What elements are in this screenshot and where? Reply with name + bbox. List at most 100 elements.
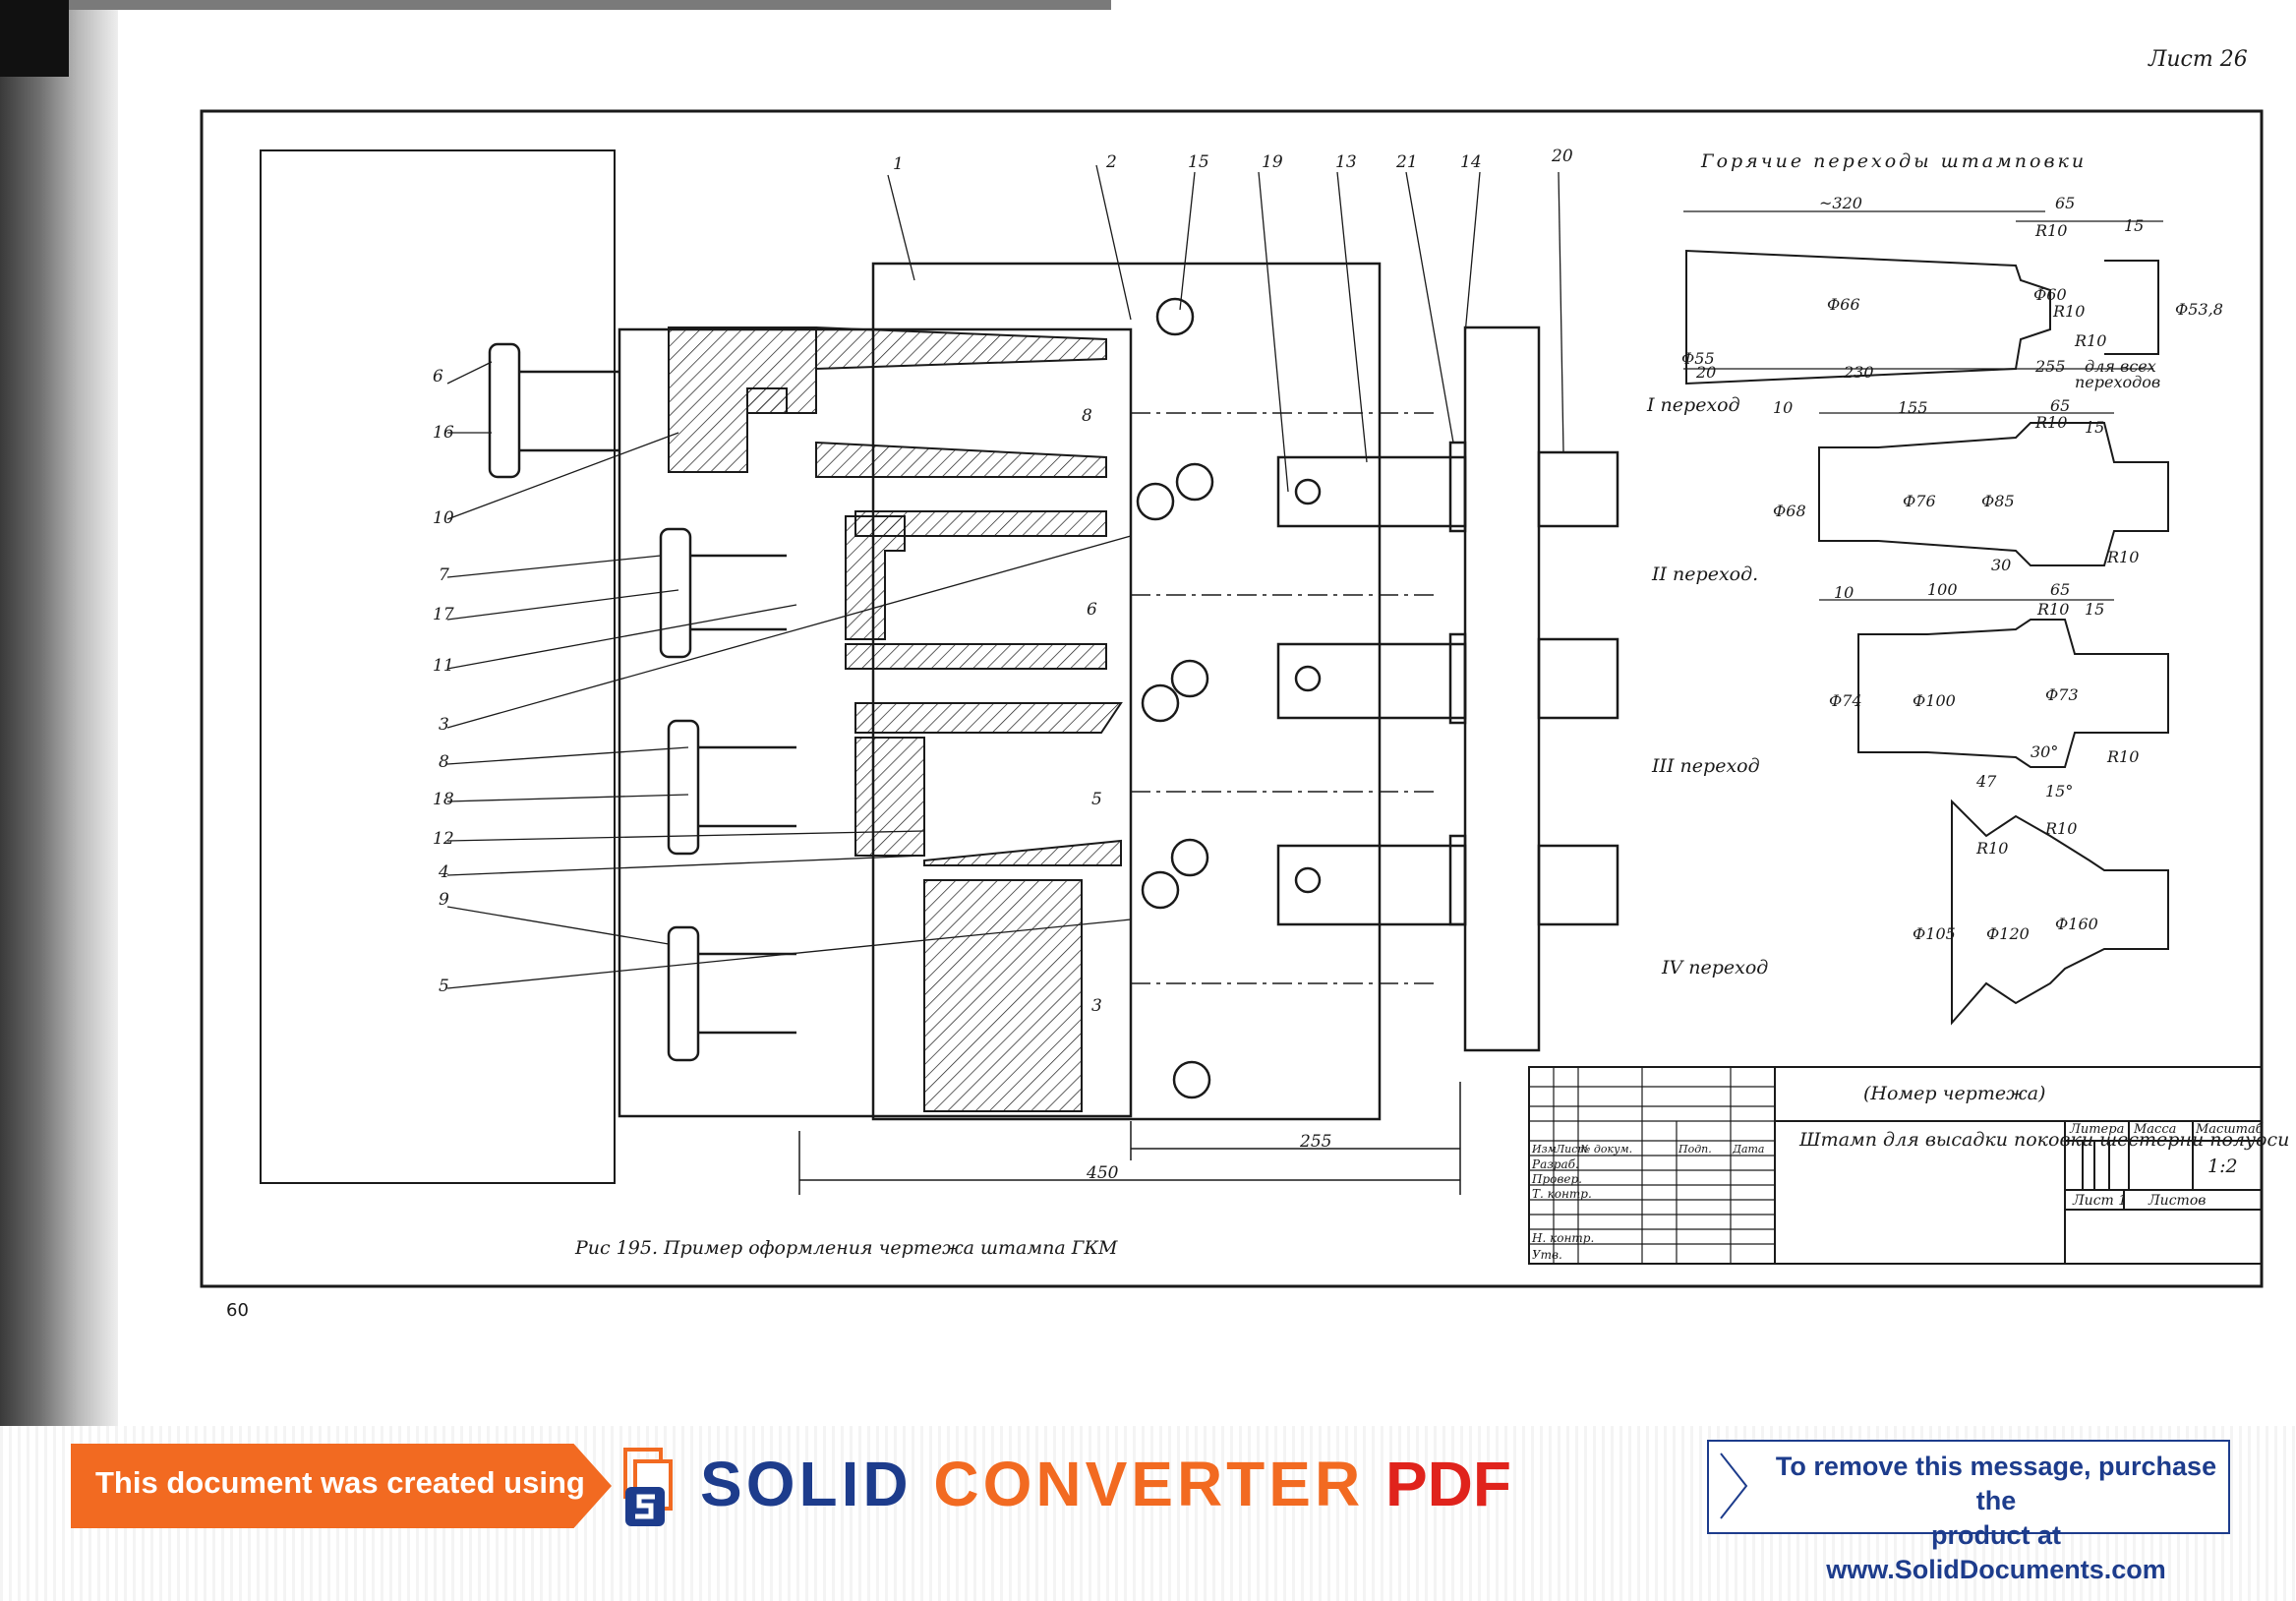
dim: 65 xyxy=(2055,194,2075,212)
transition-label: IV переход xyxy=(1661,957,1768,978)
part-label: 8 xyxy=(439,752,449,772)
part-label-group: 6 16 10 7 17 11 3 8 18 12 4 9 5 1 2 15 1… xyxy=(433,147,1573,1183)
purchase-message[interactable]: To remove this message, purchase the pro… xyxy=(1764,1450,2228,1587)
title-block-text: (Номер чертежа) Штамп для высадки поковк… xyxy=(1531,1083,2289,1262)
part-label: 16 xyxy=(433,423,454,443)
die-assembly xyxy=(488,262,1619,1121)
transition-label: II переход. xyxy=(1651,563,1758,585)
dim: 10 xyxy=(1773,398,1793,417)
scan-shadow-top xyxy=(0,0,1111,10)
drawing-title: Штамп для высадки поковки шестерни полуо… xyxy=(1798,1129,2289,1151)
dim: Ф160 xyxy=(2055,915,2098,933)
part-label: 9 xyxy=(439,890,449,910)
dim-overall: 450 xyxy=(1086,1163,1119,1183)
part-label: 17 xyxy=(433,605,454,624)
dim: Ф105 xyxy=(1913,924,1956,943)
dim: R10 xyxy=(1975,839,2008,858)
part-label: 11 xyxy=(433,656,454,676)
dim: 10 xyxy=(1834,583,1854,602)
sheet-field: Лист 1 xyxy=(2072,1193,2127,1209)
banner-left-text: This document was created using xyxy=(95,1465,585,1500)
purchase-link-box[interactable]: To remove this message, purchase the pro… xyxy=(1707,1440,2230,1584)
dim: Ф55 xyxy=(1681,349,1715,368)
scan-shadow-left xyxy=(0,0,118,1426)
dim: для всех xyxy=(2085,357,2156,376)
hatched-sections xyxy=(668,326,1123,1112)
dim: R10 xyxy=(2106,747,2139,766)
scan-corner xyxy=(0,0,69,77)
dim: R10 xyxy=(2052,302,2085,321)
dim: R10 xyxy=(2074,331,2106,350)
part-label: 19 xyxy=(1262,152,1283,172)
brand-name: SOLID CONVERTER PDF xyxy=(700,1448,1511,1520)
hot-transitions-title: Горячие переходы штамповки xyxy=(1700,150,2087,172)
tb-row: Т. контр. xyxy=(1532,1187,1592,1201)
dimension-lines xyxy=(798,1082,1461,1195)
page-number: 60 xyxy=(226,1300,249,1321)
part-label: 2 xyxy=(1105,152,1117,172)
tb-row: Утв. xyxy=(1532,1248,1562,1262)
part-label: 15 xyxy=(1188,152,1209,172)
part-label: 12 xyxy=(433,829,454,849)
drawing-number: (Номер чертежа) xyxy=(1863,1083,2045,1104)
dim: R10 xyxy=(2106,548,2139,566)
dim: Ф60 xyxy=(2033,285,2067,304)
dim: Ф100 xyxy=(1913,691,1956,710)
dim: 65 xyxy=(2050,396,2070,415)
transition-label: I переход xyxy=(1646,394,1740,416)
dim: 20 xyxy=(1695,363,1716,382)
scale-label: Масштаб xyxy=(2195,1122,2264,1137)
litera-label: Литера xyxy=(2069,1122,2124,1137)
dim: 255 xyxy=(2034,357,2066,376)
brand-converter: CONVERTER xyxy=(933,1449,1365,1519)
banner-created-using: This document was created using xyxy=(71,1444,612,1528)
tb-row: Н. контр. xyxy=(1531,1231,1594,1245)
dim: Ф53,8 xyxy=(2175,300,2223,319)
dim: 47 xyxy=(1975,772,1997,791)
outline-block xyxy=(260,149,616,1184)
dim: переходов xyxy=(2075,373,2160,391)
transition-labels: I переход II переход. III переход IV пер… xyxy=(1646,394,1768,978)
dim: 15 xyxy=(2124,216,2144,235)
drawing-frame xyxy=(200,109,2264,1288)
part-label: 1 xyxy=(893,154,904,174)
punch-rods xyxy=(488,342,796,1062)
dim: Ф76 xyxy=(1903,492,1936,510)
part-label: 14 xyxy=(1460,152,1482,172)
dim: 30° xyxy=(2031,742,2058,761)
dim: 155 xyxy=(1898,398,1928,417)
part-label: 4 xyxy=(438,862,449,882)
dim: Ф66 xyxy=(1827,295,1860,314)
tb-row: Разраб. xyxy=(1531,1157,1579,1171)
leader-lines xyxy=(446,164,1564,989)
purchase-line-2[interactable]: product at www.SolidDocuments.com xyxy=(1826,1520,2166,1584)
dim: R10 xyxy=(2044,819,2077,838)
dim: 230 xyxy=(1843,363,1874,382)
dim: 30 xyxy=(1991,556,2011,574)
dim: Ф85 xyxy=(1981,492,2015,510)
bolts xyxy=(1136,297,1322,1099)
sheet-label: Лист 26 xyxy=(2149,47,2248,72)
dim: 65 xyxy=(2050,580,2070,599)
part-label: 3 xyxy=(439,715,449,735)
dim: Ф74 xyxy=(1829,691,1862,710)
part-label: 21 xyxy=(1395,152,1418,172)
dim: 15 xyxy=(2085,600,2104,619)
tb-row: Провер. xyxy=(1531,1172,1582,1186)
dim: Ф68 xyxy=(1773,502,1806,520)
title-block xyxy=(1528,1066,2263,1265)
tb-header: Дата xyxy=(1732,1143,1765,1156)
scale-value: 1:2 xyxy=(2208,1156,2238,1177)
dim: Ф120 xyxy=(1986,924,2030,943)
transition-label: III переход xyxy=(1651,755,1760,777)
dim: R10 xyxy=(2034,221,2067,240)
inner-label: 3 xyxy=(1091,996,1102,1016)
tb-header: Лист xyxy=(1555,1143,1588,1156)
tb-header: № докум. xyxy=(1579,1143,1632,1156)
purchase-line-1: To remove this message, purchase the xyxy=(1775,1452,2217,1515)
transition-dims: ~320 65 15 R10 Ф55 20 230 255 для всех п… xyxy=(1681,194,2223,943)
transition-dimension-lines xyxy=(1683,210,2163,601)
dim: 100 xyxy=(1927,580,1958,599)
mass-label: Масса xyxy=(2133,1122,2176,1137)
